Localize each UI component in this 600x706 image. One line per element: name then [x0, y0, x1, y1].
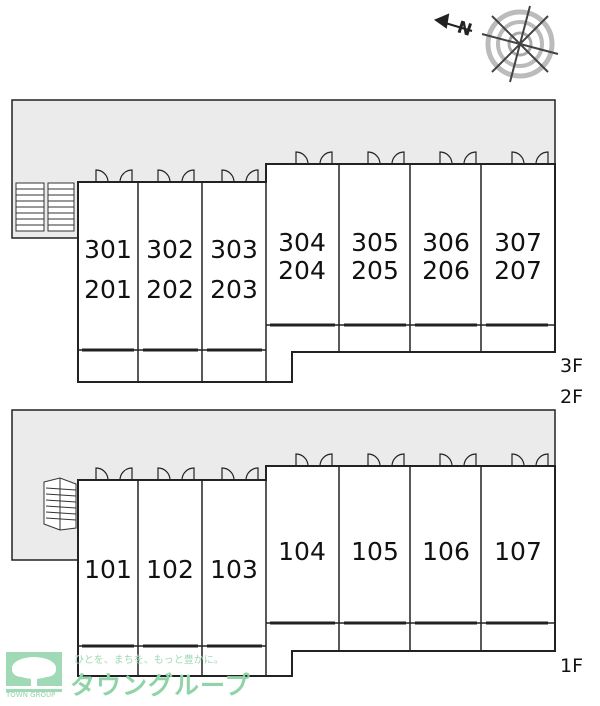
- door-icon: [463, 453, 477, 467]
- door-icon: [245, 467, 259, 481]
- door-icon: [463, 151, 477, 165]
- door-icon: [391, 151, 405, 165]
- door-icon: [221, 467, 235, 481]
- room-number: 304: [278, 228, 326, 257]
- lower-balcony-dividers: [82, 621, 548, 648]
- door-icon: [181, 467, 195, 481]
- door-icon: [535, 453, 549, 467]
- door-icon: [119, 169, 133, 183]
- town-group-logo: [4, 650, 254, 706]
- door-icon: [181, 169, 195, 183]
- logo-tagline: ひとを、まちを、もっと豊かに。: [74, 655, 224, 666]
- door-icon: [439, 151, 453, 165]
- room-number: 301: [84, 235, 132, 264]
- room-number: 207: [494, 256, 542, 285]
- room-number: 303: [210, 235, 258, 264]
- room-number: 202: [146, 275, 194, 304]
- upper-doors: [95, 151, 549, 183]
- door-icon: [157, 169, 171, 183]
- upper-plan: 301 201 302 202 303 203 304 204 305 205 …: [11, 99, 583, 408]
- door-icon: [95, 169, 109, 183]
- door-icon: [391, 453, 405, 467]
- door-icon: [535, 151, 549, 165]
- lower-building-outline: [77, 465, 556, 677]
- floor-label: 2F: [560, 386, 583, 408]
- lower-doors: [95, 453, 549, 481]
- door-icon: [295, 453, 309, 467]
- upper-staircase: [15, 182, 75, 232]
- door-icon: [119, 467, 133, 481]
- floor-label: 1F: [560, 655, 583, 677]
- compass-north-letter: N: [455, 17, 475, 40]
- room-number: 307: [494, 228, 542, 257]
- door-icon: [221, 169, 235, 183]
- room-number: 102: [146, 555, 194, 584]
- room-number: 201: [84, 275, 132, 304]
- door-icon: [157, 467, 171, 481]
- door-icon: [511, 151, 525, 165]
- room-number: 306: [422, 228, 470, 257]
- lower-staircase: [43, 477, 77, 531]
- upper-room-numbers: 301 201 302 202 303 203 304 204 305 205 …: [84, 228, 542, 304]
- upper-balcony-dividers: [82, 323, 548, 352]
- logo-name: タウングループ: [70, 671, 251, 700]
- room-number: 206: [422, 256, 470, 285]
- room-number: 107: [494, 537, 542, 566]
- room-number: 103: [210, 555, 258, 584]
- room-number: 106: [422, 537, 470, 566]
- compass-icon: N: [433, 5, 559, 83]
- floor-label: 3F: [560, 355, 583, 377]
- room-number: 104: [278, 537, 326, 566]
- room-number: 101: [84, 555, 132, 584]
- lower-plan: 101 102 103 104 105 106 107 1F: [11, 409, 583, 677]
- door-icon: [245, 169, 259, 183]
- room-number: 203: [210, 275, 258, 304]
- lower-room-numbers: 101 102 103 104 105 106 107: [84, 537, 542, 584]
- room-number: 305: [351, 228, 399, 257]
- door-icon: [511, 453, 525, 467]
- door-icon: [319, 453, 333, 467]
- room-number: 302: [146, 235, 194, 264]
- door-icon: [367, 453, 381, 467]
- room-number: 105: [351, 537, 399, 566]
- door-icon: [439, 453, 453, 467]
- door-icon: [95, 467, 109, 481]
- door-icon: [367, 151, 381, 165]
- upper-building-outline: [77, 163, 556, 383]
- upper-corridor: [11, 99, 556, 239]
- door-icon: [319, 151, 333, 165]
- room-number: 204: [278, 256, 326, 285]
- door-icon: [295, 151, 309, 165]
- tree-logo-icon: [6, 652, 62, 692]
- logo-small-text: TOWN GROUP: [6, 691, 56, 699]
- room-number: 205: [351, 256, 399, 285]
